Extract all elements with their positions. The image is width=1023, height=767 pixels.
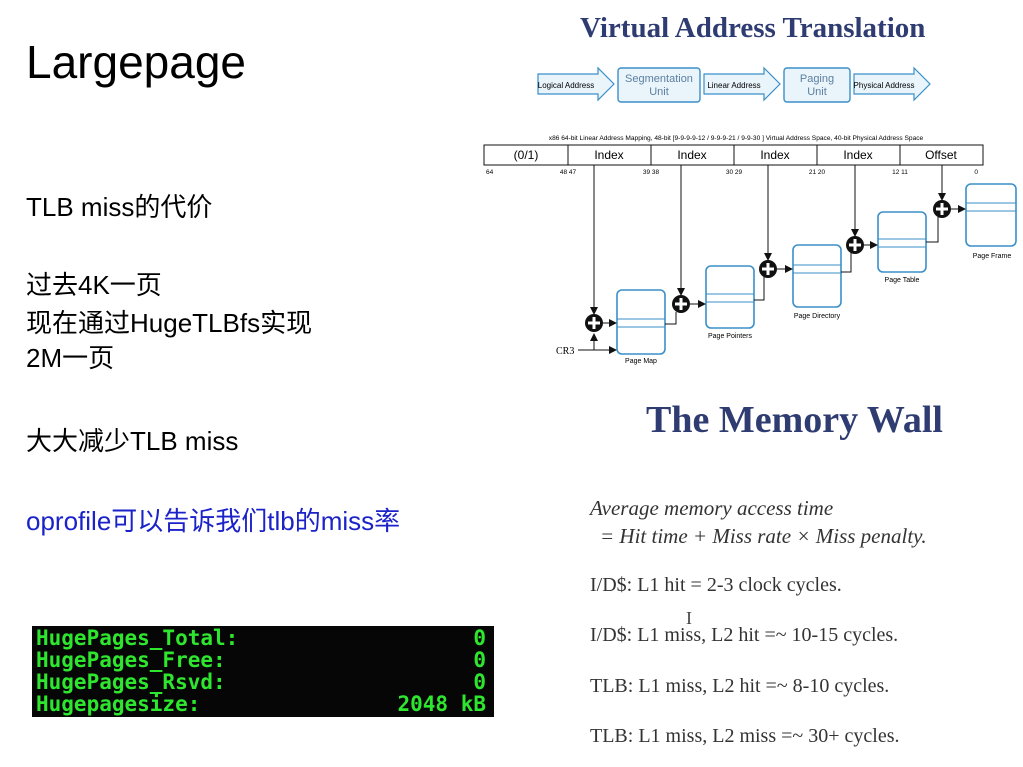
hugetlbfs-text: 现在通过HugeTLBfs实现 (26, 308, 313, 338)
terminal-value: 0 (473, 648, 486, 672)
amat-formula-line2: = Hit time + Miss rate × Miss penalty. (600, 524, 927, 548)
adder-icon (846, 236, 864, 254)
terminal-key: HugePages_Rsvd: (36, 670, 226, 694)
page-table-table: Page Table (877, 211, 927, 284)
field-index: Index (677, 148, 706, 162)
flow-physical-label: Physical Address (854, 81, 915, 90)
bit-label: 48 47 (560, 169, 577, 176)
page-map-table: Page Map (616, 289, 666, 365)
page-map-label: Page Map (625, 358, 657, 365)
adder-icon (933, 200, 951, 218)
page-pointers-table: Page Pointers (705, 265, 755, 340)
latency-line-l1-hit: I/D$: L1 hit = 2-3 clock cycles. (590, 574, 842, 596)
flow-paging-label-2: Unit (807, 86, 827, 98)
reduce-tlb-miss-text: 大大减少TLB miss (26, 426, 239, 456)
page-directory-table: Page Directory (792, 244, 842, 320)
tlb-cost-heading: TLB miss的代价 (26, 192, 213, 222)
terminal-value: 0 (473, 626, 486, 650)
flow-linear-label: Linear Address (707, 81, 760, 90)
page-directory-label: Page Directory (794, 313, 841, 320)
bit-label: 30 29 (726, 169, 743, 176)
terminal-key: Hugepagesize: (36, 692, 201, 716)
adder-icon (585, 314, 603, 332)
field-index: Index (760, 148, 789, 162)
terminal-row: HugePages_Rsvd: 0 (32, 671, 494, 693)
latency-line-tlb-l2-miss: TLB: L1 miss, L2 miss =~ 30+ cycles. (590, 725, 900, 747)
page-frame-table: Page Frame (965, 183, 1017, 260)
terminal-row: Hugepagesize: 2048 kB (32, 693, 494, 715)
latency-line-tlb-l2-hit: TLB: L1 miss, L2 hit =~ 8-10 cycles. (590, 675, 890, 697)
address-translation-diagram: Logical Address Segmentation Unit Linear… (483, 66, 1017, 365)
field-sign-extension: (0/1) (514, 148, 539, 162)
latency-line-l2-hit: I/D$: L1 miss, L2 hit =~ 10-15 cycles. (590, 624, 899, 646)
flow-paging-label-1: Paging (800, 73, 834, 85)
flow-logical-address: Logical Address (537, 66, 615, 102)
terminal-row: HugePages_Free: 0 (32, 649, 494, 671)
field-index: Index (594, 148, 623, 162)
terminal-key: HugePages_Free: (36, 648, 226, 672)
address-mapping-caption: x86 64-bit Linear Address Mapping, 48-bi… (549, 135, 924, 142)
hugepages-terminal-output: HugePages_Total: 0 HugePages_Free: 0 HugeP… (32, 626, 494, 717)
flow-segmentation-label-2: Unit (649, 86, 669, 98)
terminal-value: 0 (473, 670, 486, 694)
oprofile-text: oprofile可以告诉我们tlb的miss率 (26, 506, 401, 536)
flow-physical-address: Physical Address (853, 66, 931, 102)
vat-title: Virtual Address Translation (580, 12, 926, 44)
terminal-row: HugePages_Total: 0 (32, 627, 494, 649)
slide-title: Largepage (26, 36, 246, 88)
adder-icon (759, 260, 777, 278)
page-frame-label: Page Frame (973, 253, 1012, 260)
amat-formula-line1: Average memory access time (590, 496, 834, 520)
field-index: Index (843, 148, 872, 162)
memory-wall-title: The Memory Wall (646, 399, 943, 441)
bit-label: 64 (486, 169, 494, 176)
bit-label: 21 20 (809, 169, 826, 176)
bit-label: 12 11 (892, 169, 908, 176)
past-page-size-text: 过去4K一页 (26, 270, 162, 300)
flow-logical-label: Logical Address (538, 81, 594, 90)
cr3-label: CR3 (556, 346, 574, 357)
text-cursor-icon: I (686, 608, 692, 628)
flow-segmentation-label-1: Segmentation (625, 73, 693, 85)
terminal-value: 2048 kB (397, 692, 486, 716)
hugepage-size-text: 2M一页 (26, 343, 115, 373)
flow-paging-unit: Paging Unit (783, 67, 851, 103)
terminal-key: HugePages_Total: (36, 626, 239, 650)
field-offset: Offset (925, 148, 957, 162)
bit-label: 39 38 (643, 169, 660, 176)
flow-segmentation-unit: Segmentation Unit (617, 67, 701, 103)
adder-icon (672, 295, 690, 313)
linear-address-fields: (0/1) Index Index Index Index Offset (483, 144, 984, 166)
page-table-label: Page Table (885, 277, 920, 284)
flow-linear-address: Linear Address (703, 66, 781, 102)
page-pointers-label: Page Pointers (708, 333, 752, 340)
bit-label: 0 (974, 169, 978, 176)
